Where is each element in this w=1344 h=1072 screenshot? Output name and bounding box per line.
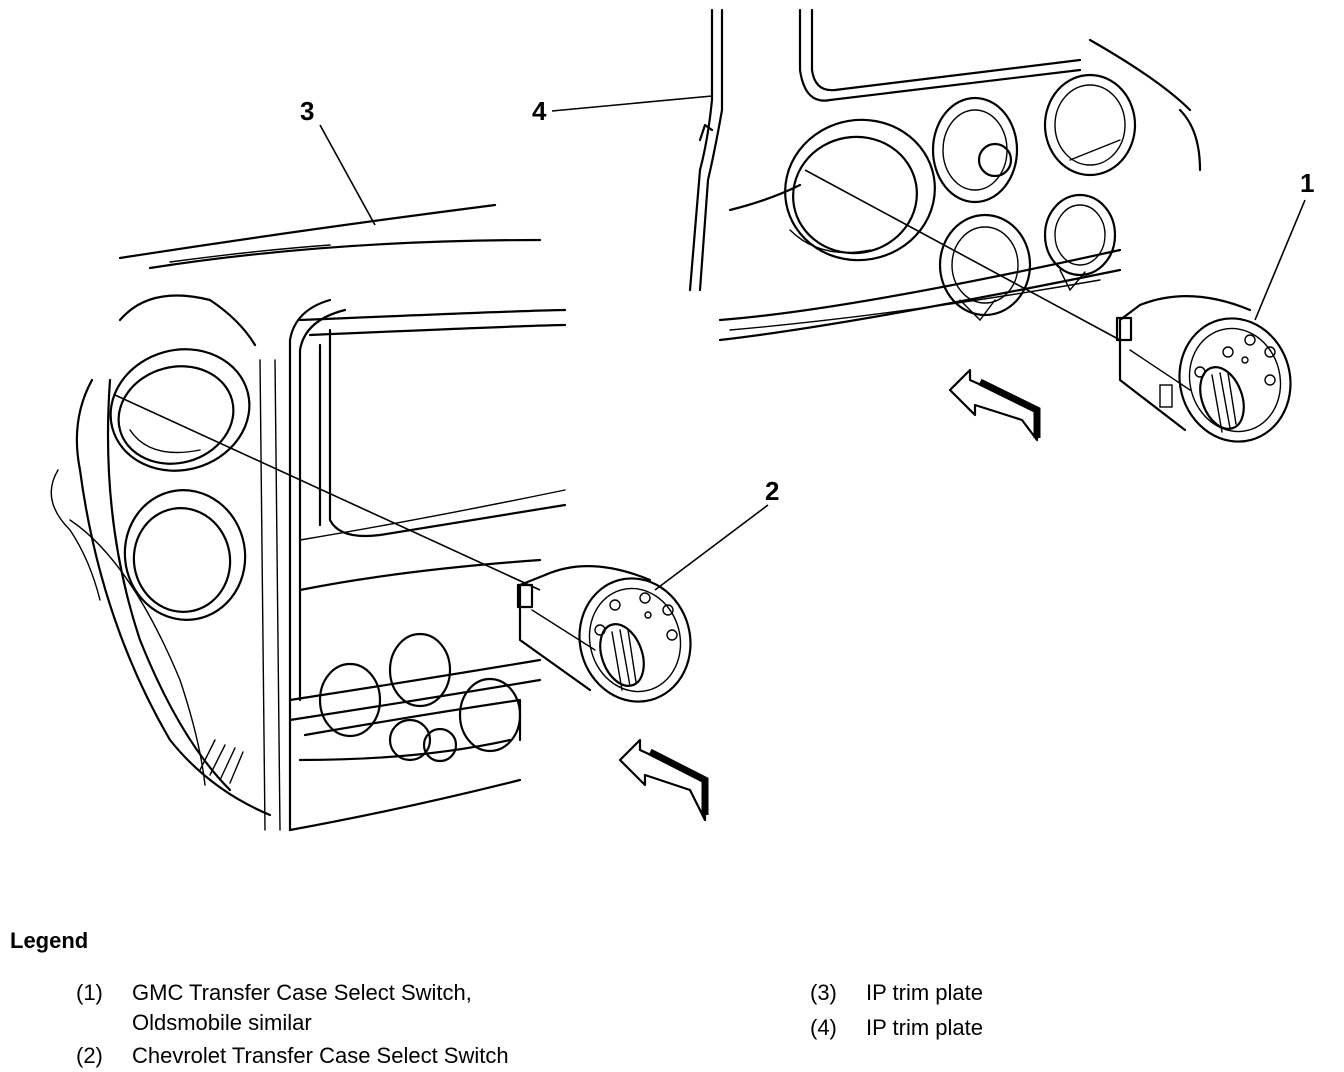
ip-trim-plate-left <box>50 203 567 832</box>
arrow-icon-left <box>618 738 709 822</box>
transfer-case-switch-chevrolet <box>516 565 692 703</box>
callout-2: 2 <box>765 476 779 506</box>
callout-4: 4 <box>532 96 547 126</box>
legend-number: (2) <box>76 1043 103 1068</box>
transfer-case-switch-gmc <box>1115 295 1292 443</box>
legend-item-1: (1) GMC Transfer Case Select Switch, Old… <box>76 978 696 1040</box>
legend-text: IP trim plate <box>866 980 983 1005</box>
callout-3: 3 <box>300 96 314 126</box>
callout-1: 1 <box>1300 168 1314 198</box>
legend-item-4: (4) IP trim plate <box>810 1013 1210 1043</box>
leader-1 <box>1254 199 1306 321</box>
installation-diagram: 3 2 <box>50 8 1314 832</box>
legend-number: (4) <box>810 1015 837 1040</box>
legend: Legend (1) GMC Transfer Case Select Swit… <box>0 900 1344 1072</box>
ip-trim-plate-right <box>688 8 1202 342</box>
legend-title: Legend <box>10 928 89 953</box>
arrow-icon-right <box>948 368 1041 442</box>
legend-number: (1) <box>76 980 103 1005</box>
leader-2 <box>654 504 769 591</box>
legend-text: GMC Transfer Case Select Switch, Oldsmob… <box>132 980 472 1035</box>
legend-number: (3) <box>810 980 837 1005</box>
legend-item-3: (3) IP trim plate <box>810 978 1210 1008</box>
alignment-line-left <box>114 394 541 591</box>
alignment-line-right <box>804 169 1121 341</box>
legend-text: Chevrolet Transfer Case Select Switch <box>132 1043 509 1068</box>
legend-text: IP trim plate <box>866 1015 983 1040</box>
legend-item-2: (2) Chevrolet Transfer Case Select Switc… <box>76 1041 696 1071</box>
leader-4 <box>551 95 713 112</box>
leader-3 <box>319 124 376 226</box>
